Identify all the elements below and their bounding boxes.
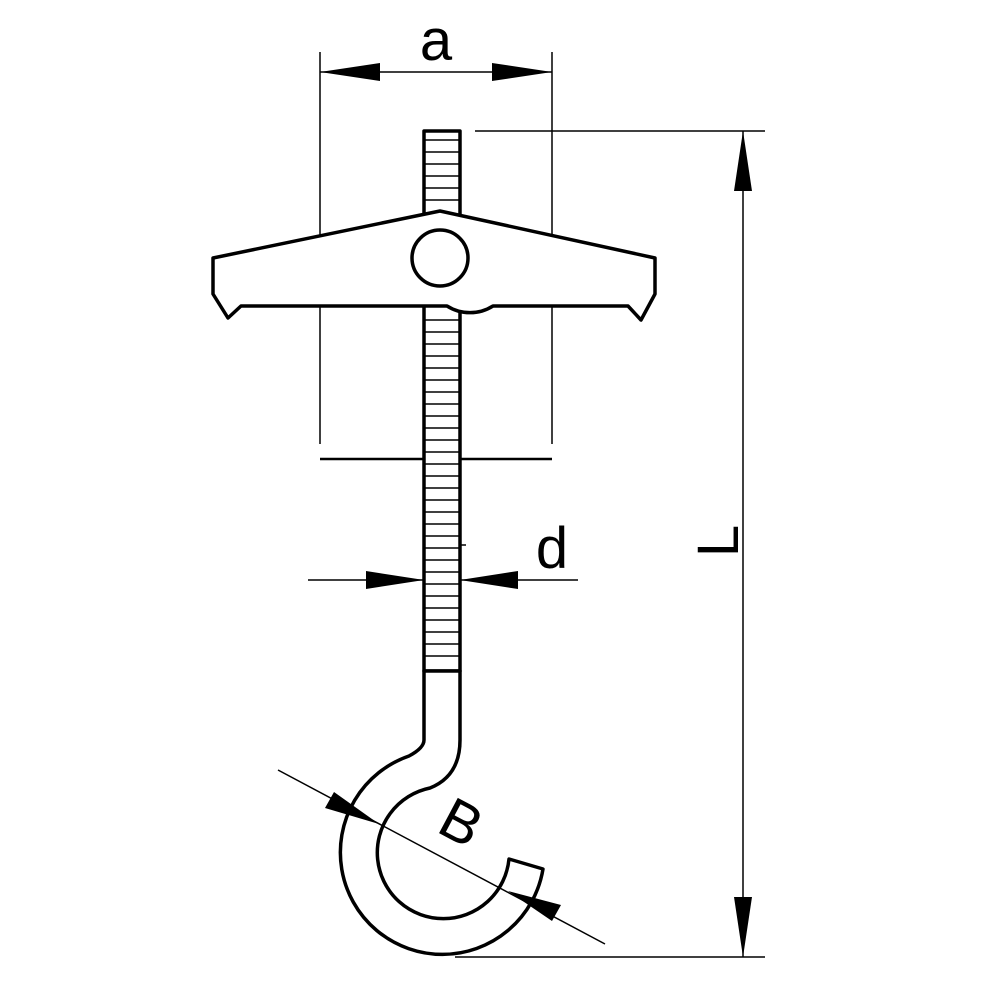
toggle-wing xyxy=(211,209,657,322)
dimension-d: d xyxy=(308,516,578,589)
arrowhead-B-upper xyxy=(325,792,379,824)
arrowhead-B-lower xyxy=(508,891,561,921)
label-d: d xyxy=(536,516,568,581)
dimension-L: L xyxy=(455,130,765,958)
arrowhead-L-top xyxy=(734,131,752,191)
wing-pivot-hole xyxy=(410,228,470,288)
arrowhead-L-bottom xyxy=(734,897,752,957)
hook xyxy=(338,669,545,957)
arrowhead-d-right xyxy=(460,571,518,589)
label-B: B xyxy=(429,785,494,861)
thread-marks xyxy=(424,139,460,657)
dimension-a: a xyxy=(319,8,553,444)
arrowhead-a-left xyxy=(320,63,380,81)
label-a: a xyxy=(420,8,453,73)
label-L: L xyxy=(686,525,751,557)
arrowhead-a-right xyxy=(492,63,552,81)
arrowhead-d-left xyxy=(366,571,424,589)
hook-body xyxy=(338,669,545,957)
